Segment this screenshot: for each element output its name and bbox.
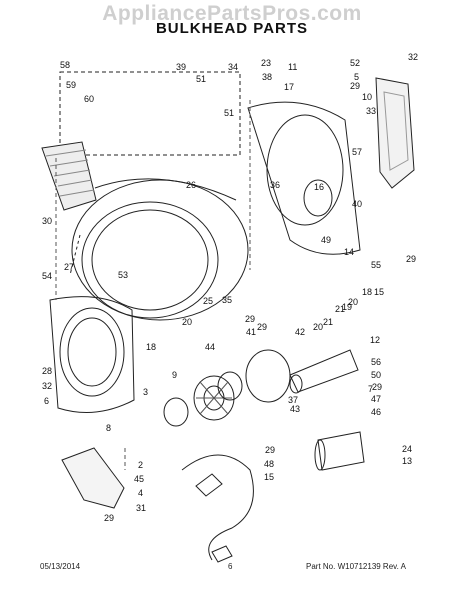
callout: 41 xyxy=(246,327,256,337)
front-air-duct xyxy=(61,447,125,509)
callout: 57 xyxy=(352,147,362,157)
callout: 36 xyxy=(270,180,280,190)
footer-page-number: 6 xyxy=(228,562,233,571)
callout: 30 xyxy=(42,216,52,226)
callout: 29 xyxy=(350,81,360,91)
callout: 4 xyxy=(138,488,143,498)
callout: 39 xyxy=(176,62,186,72)
callout: 20 xyxy=(348,297,358,307)
callout: 11 xyxy=(288,62,297,72)
callout: 60 xyxy=(84,94,94,104)
callout: 17 xyxy=(284,82,294,92)
callout: 51 xyxy=(196,74,206,84)
callout: 31 xyxy=(136,503,146,513)
lint-screen xyxy=(41,141,97,211)
diagram-title: BULKHEAD PARTS xyxy=(155,20,309,37)
callout: 37 xyxy=(288,395,298,405)
callout: 54 xyxy=(42,271,52,281)
callout: 20 xyxy=(313,322,323,332)
callout: 9 xyxy=(172,370,177,380)
callout: 35 xyxy=(222,295,232,305)
callout: 38 xyxy=(262,72,272,82)
callout: 3 xyxy=(143,387,148,397)
wire-harness xyxy=(181,454,254,563)
callout: 18 xyxy=(362,287,372,297)
callout: 44 xyxy=(205,342,215,352)
front-bulkhead xyxy=(49,296,135,413)
callout: 24 xyxy=(402,444,412,454)
callout: 12 xyxy=(370,335,380,345)
callout: 49 xyxy=(321,235,331,245)
callout: 8 xyxy=(106,423,111,433)
callout-labels: 58 39 34 23 11 52 32 59 51 38 29 5 60 17… xyxy=(42,52,418,523)
callout: 5 xyxy=(354,72,359,82)
callout: 34 xyxy=(228,62,238,72)
rear-bulkhead xyxy=(247,101,361,255)
motor-assembly xyxy=(314,431,365,471)
callout: 56 xyxy=(371,357,381,367)
callout: 33 xyxy=(366,106,376,116)
watermark: AppliancePartsPros.com xyxy=(102,2,362,25)
callout: 20 xyxy=(182,317,192,327)
footer-part-number: Part No. W10712139 Rev. A xyxy=(306,562,406,571)
callout: 45 xyxy=(134,474,144,484)
callout: 15 xyxy=(264,472,274,482)
callout: 29 xyxy=(406,254,416,264)
callout: 29 xyxy=(104,513,114,523)
footer-date: 05/13/2014 xyxy=(40,562,81,571)
callout: 21 xyxy=(335,304,345,314)
drum xyxy=(69,178,249,321)
callout: 18 xyxy=(146,342,156,352)
callout: 29 xyxy=(257,322,267,332)
callout: 21 xyxy=(323,317,333,327)
callout: 7 xyxy=(368,384,373,394)
callout: 51 xyxy=(224,108,234,118)
callout: 6 xyxy=(44,396,49,406)
callout: 43 xyxy=(290,404,300,414)
callout: 58 xyxy=(60,60,70,70)
callout: 10 xyxy=(362,92,372,102)
callout: 32 xyxy=(42,381,52,391)
callout: 13 xyxy=(402,456,412,466)
group-box-top-left xyxy=(59,71,241,156)
callout: 19 xyxy=(342,302,352,312)
callout: 40 xyxy=(352,199,362,209)
callout: 29 xyxy=(265,445,275,455)
callout: 15 xyxy=(374,287,384,297)
callout: 25 xyxy=(203,296,213,306)
callout: 2 xyxy=(138,460,143,470)
callout: 42 xyxy=(295,327,305,337)
callout: 14 xyxy=(344,247,354,257)
callout: 26 xyxy=(186,180,196,190)
callout: 29 xyxy=(372,382,382,392)
callout: 28 xyxy=(42,366,52,376)
callout: 32 xyxy=(408,52,418,62)
callout: 46 xyxy=(371,407,381,417)
callout: 27 xyxy=(64,262,74,272)
callout: 59 xyxy=(66,80,76,90)
callout: 29 xyxy=(245,314,255,324)
heater-tube xyxy=(289,349,359,394)
callout: 47 xyxy=(371,394,381,404)
callout: 23 xyxy=(261,58,271,68)
callout: 48 xyxy=(264,459,274,469)
callout: 52 xyxy=(350,58,360,68)
callout: 55 xyxy=(371,260,381,270)
callout: 53 xyxy=(118,270,128,280)
callout: 16 xyxy=(314,182,324,192)
blower-wheel xyxy=(193,375,235,421)
callout: 50 xyxy=(371,370,381,380)
exhaust-duct-panel xyxy=(375,77,415,189)
